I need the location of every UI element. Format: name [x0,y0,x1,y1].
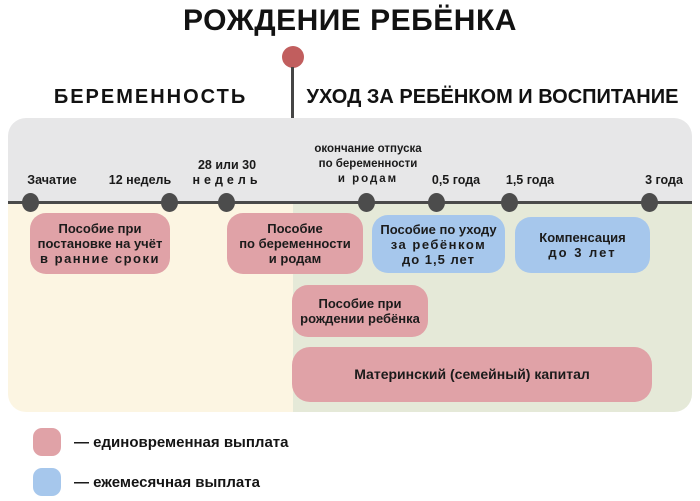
timeline-dot-0-5-years [428,193,445,212]
section-title-pregnancy: БЕРЕМЕННОСТЬ [53,86,248,108]
legend-label-one-time: — единовременная выплата [74,433,289,451]
timeline-dot-1-5-years [501,193,518,212]
legend-item-one-time: — единовременная выплата [33,428,288,456]
milestone-label-3-years: 3 года [645,173,683,187]
section-title-childcare: УХОД ЗА РЕБЁНКОМ И ВОСПИТАНИЕ [306,86,679,108]
one-time-swatch-icon [33,428,61,456]
milestone-label-1-5-years: 1,5 года [505,173,555,187]
birth-marker-dot [282,46,304,68]
timeline-axis [8,201,692,204]
legend: — единовременная выплата — ежемесячная в… [33,428,288,496]
page-title: РОЖДЕНИЕ РЕБЁНКА [183,4,517,37]
timeline-band [8,118,692,202]
timeline-dot-maternity-leave-end [358,193,375,212]
timeline-dot-12-weeks [161,193,178,212]
milestone-label-12-weeks: 12 недель [108,173,172,187]
timeline-dot-conception [22,193,39,212]
timeline-dot-28-30-weeks [218,193,235,212]
legend-label-monthly: — ежемесячная выплата [74,473,260,491]
benefit-box-maternal-capital: Материнский (семейный) капитал [292,347,652,402]
monthly-swatch-icon [33,468,61,496]
timeline-dot-3-years [641,193,658,212]
milestone-label-0-5-years: 0,5 года [431,173,481,187]
legend-item-monthly: — ежемесячная выплата [33,468,288,496]
milestone-label-conception: Зачатие [27,173,77,187]
